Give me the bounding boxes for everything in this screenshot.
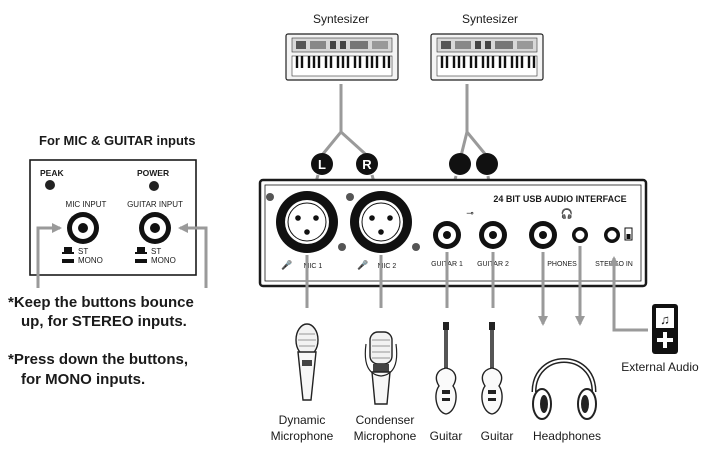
external-audio-player-icon: ♫ bbox=[652, 304, 678, 354]
mic1-label: MIC 1 bbox=[304, 263, 323, 270]
mic-st-mono-switch[interactable]: ST MONO bbox=[62, 247, 103, 265]
phones-label: PHONES bbox=[547, 261, 577, 268]
peak-led bbox=[45, 180, 55, 190]
side-panel-title: For MIC & GUITAR inputs bbox=[39, 133, 195, 148]
headphones-icon: 🎧 bbox=[561, 207, 573, 220]
headphones-device-icon bbox=[531, 358, 597, 420]
mic2-jack: MIC 2 🎤 bbox=[346, 191, 420, 270]
mic-mono-label: MONO bbox=[78, 256, 103, 265]
badge-right: R bbox=[356, 153, 378, 175]
interface-title: 24 BIT USB AUDIO INTERFACE bbox=[493, 194, 626, 204]
keyboard-icon bbox=[285, 33, 399, 81]
guitar-st-label: ST bbox=[151, 247, 161, 256]
guitar-icon bbox=[435, 322, 457, 415]
mic-input-label: MIC INPUT bbox=[66, 200, 107, 209]
audio-interface-panel: 24 BIT USB AUDIO INTERFACE MIC 1 🎤 MIC 2 bbox=[258, 178, 648, 288]
dynamic-mic-label-2: Microphone bbox=[271, 429, 334, 443]
microphone-icon: 🎤 bbox=[357, 259, 368, 270]
condenser-mic-label-1: Condenser bbox=[356, 413, 415, 427]
guitar-input-label: GUITAR INPUT bbox=[127, 200, 183, 209]
note1-line1: *Keep the buttons bounce bbox=[8, 294, 194, 311]
condenser-mic-label-2: Microphone bbox=[354, 429, 417, 443]
guitar-st-mono-switch[interactable]: ST MONO bbox=[135, 247, 176, 265]
peak-label: PEAK bbox=[40, 168, 64, 178]
badge-dot-guitar1 bbox=[449, 153, 471, 175]
microphone-icon: 🎤 bbox=[281, 259, 292, 270]
headphones-device-label: Headphones bbox=[533, 429, 601, 443]
guitar1-device-label: Guitar bbox=[430, 429, 463, 443]
arrow-to-mic-input bbox=[36, 223, 62, 288]
mic1-jack: MIC 1 🎤 bbox=[266, 191, 346, 270]
device-cables bbox=[305, 246, 648, 332]
external-audio-label: External Audio bbox=[621, 360, 699, 374]
keyboard-icon bbox=[430, 33, 544, 81]
synthesizer-left-label: Syntesizer bbox=[313, 12, 369, 26]
guitar-icon bbox=[481, 322, 503, 415]
note2-line1: *Press down the buttons, bbox=[8, 351, 188, 368]
arrow-to-guitar-input bbox=[178, 223, 208, 288]
side-panel-arrows bbox=[36, 223, 208, 288]
power-led bbox=[149, 181, 159, 191]
cable-synth1-left bbox=[316, 84, 343, 161]
dynamic-microphone-icon bbox=[295, 323, 319, 401]
power-label: POWER bbox=[137, 168, 169, 178]
cable-synth2-left bbox=[458, 84, 469, 161]
side-panel: PEAK POWER MIC INPUT GUITAR INPUT ST MON… bbox=[29, 159, 197, 276]
note2-line2: for MONO inputs. bbox=[21, 371, 145, 388]
mic-st-label: ST bbox=[78, 247, 88, 256]
badge-left: L bbox=[311, 153, 333, 175]
synthesizer-right: Syntesizer bbox=[430, 12, 544, 81]
badge-dot-guitar2 bbox=[476, 153, 498, 175]
badge-left-text: L bbox=[318, 157, 326, 172]
synthesizer-left: Syntesizer bbox=[285, 12, 399, 81]
condenser-microphone-icon bbox=[364, 331, 398, 405]
guitar-plug-icon: ⊸ bbox=[466, 208, 474, 218]
music-note-icon: ♫ bbox=[660, 312, 670, 327]
synthesizer-right-label: Syntesizer bbox=[462, 12, 518, 26]
phones-jack: PHONES 🎧 bbox=[529, 207, 588, 268]
dynamic-mic-label-1: Dynamic bbox=[279, 413, 326, 427]
guitar-mono-label: MONO bbox=[151, 256, 176, 265]
cable-external-audio bbox=[609, 256, 648, 332]
badge-right-text: R bbox=[362, 157, 372, 172]
note1-line2: up, for STEREO inputs. bbox=[21, 313, 187, 330]
mic2-label: MIC 2 bbox=[378, 263, 397, 270]
guitar2-device-label: Guitar bbox=[481, 429, 514, 443]
